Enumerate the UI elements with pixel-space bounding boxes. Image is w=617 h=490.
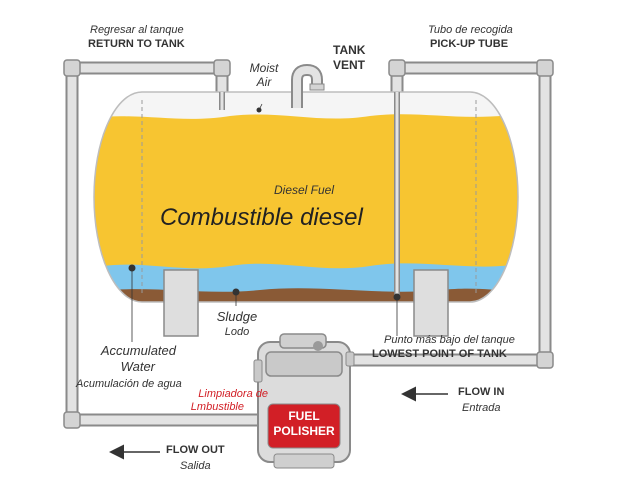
return-to-tank-label: RETURN TO TANK: [88, 38, 185, 50]
tank-saddle-right: [413, 269, 449, 337]
return-to-tank-es-label: Regresar al tanque: [90, 24, 184, 36]
tank-vent: [291, 63, 325, 108]
diesel-fuel-label: Diesel Fuel: [274, 183, 335, 197]
accumulated-water-label-line1: Accumulated: [100, 343, 176, 358]
pickup-tube-es-label: Tubo de recogida: [428, 24, 513, 36]
accumulated-water-label-line2: Water: [120, 359, 155, 374]
moist-air-label-line2: Air: [256, 75, 272, 89]
fuel-polisher-label-line2: POLISHER: [273, 424, 335, 438]
entrada-label: Entrada: [462, 402, 501, 414]
moist-air-label-line1: Moist: [249, 61, 279, 75]
flow-out-label: FLOW OUT: [166, 444, 225, 456]
return-pipe: [63, 59, 270, 429]
lodo-label: Lodo: [224, 326, 250, 338]
pickup-tube-label: PICK-UP TUBE: [430, 38, 509, 50]
tank-vent-label-line2: VENT: [333, 58, 366, 72]
limpiadora-label-line1: Limpiadora de: [198, 388, 268, 400]
flow-in-label: FLOW IN: [458, 386, 505, 398]
tank: [93, 91, 519, 303]
combustible-diesel-label: Combustible diesel: [160, 204, 363, 231]
fuel-polisher: [253, 333, 355, 469]
acumulacion-de-agua-label: Acumulación de agua: [76, 378, 182, 390]
fuel-polisher-label-line1: FUEL: [288, 409, 320, 423]
salida-label: Salida: [180, 460, 211, 472]
lowest-point-label: LOWEST POINT OF TANK: [372, 348, 507, 360]
diesel-fuel-layer: [94, 114, 518, 300]
tank-saddle-left: [163, 269, 199, 337]
tank-vent-label-line1: TANK: [333, 43, 366, 57]
limpiadora-label-line2: Lmbustible: [190, 401, 244, 413]
sludge-layer: [94, 288, 518, 302]
lowest-point-es-label: Punto más bajo del tanque: [384, 334, 515, 346]
sludge-label: Sludge: [216, 309, 258, 324]
